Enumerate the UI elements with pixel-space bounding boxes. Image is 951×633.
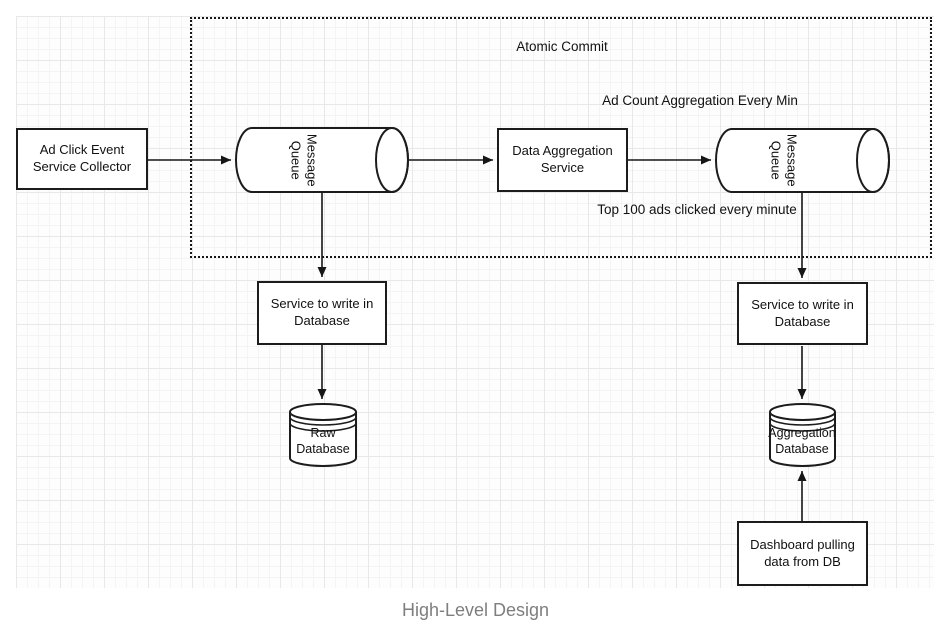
atomic-commit-label: Atomic Commit (516, 39, 608, 54)
node-label: Data Aggregation Service (512, 143, 613, 175)
atomic-commit-group-border (190, 17, 932, 258)
annotation-top-100-ads: Top 100 ads clicked every minute (597, 202, 797, 217)
database-cylinder-shape (289, 403, 357, 467)
database-cylinder-shape (769, 403, 836, 467)
queue-cylinder-shape (235, 127, 409, 193)
node-service-write-database-left: Service to write in Database (257, 281, 387, 345)
diagram-caption: High-Level Design (401, 600, 550, 620)
node-label: Dashboard pulling data from DB (750, 536, 855, 569)
node-data-aggregation-service: Data Aggregation Service (497, 128, 628, 192)
node-service-write-database-right: Service to write in Database (737, 282, 868, 345)
node-label: Service to write in Database (751, 296, 854, 329)
node-message-queue-1: Message Queue (235, 127, 409, 193)
node-message-queue-2: Message Queue (715, 128, 890, 193)
annotation-ad-count-aggregation: Ad Count Aggregation Every Min (602, 93, 798, 108)
node-dashboard-pulling-data: Dashboard pulling data from DB (737, 521, 868, 586)
node-label: Ad Click Event Service Collector (32, 142, 132, 174)
node-label: Service to write in Database (270, 296, 374, 328)
node-aggregation-database: Aggregation Database (768, 403, 836, 467)
queue-cylinder-shape (715, 128, 890, 193)
node-raw-database: Raw Database (289, 403, 357, 467)
node-ad-click-event-service-collector: Ad Click Event Service Collector (16, 128, 148, 190)
